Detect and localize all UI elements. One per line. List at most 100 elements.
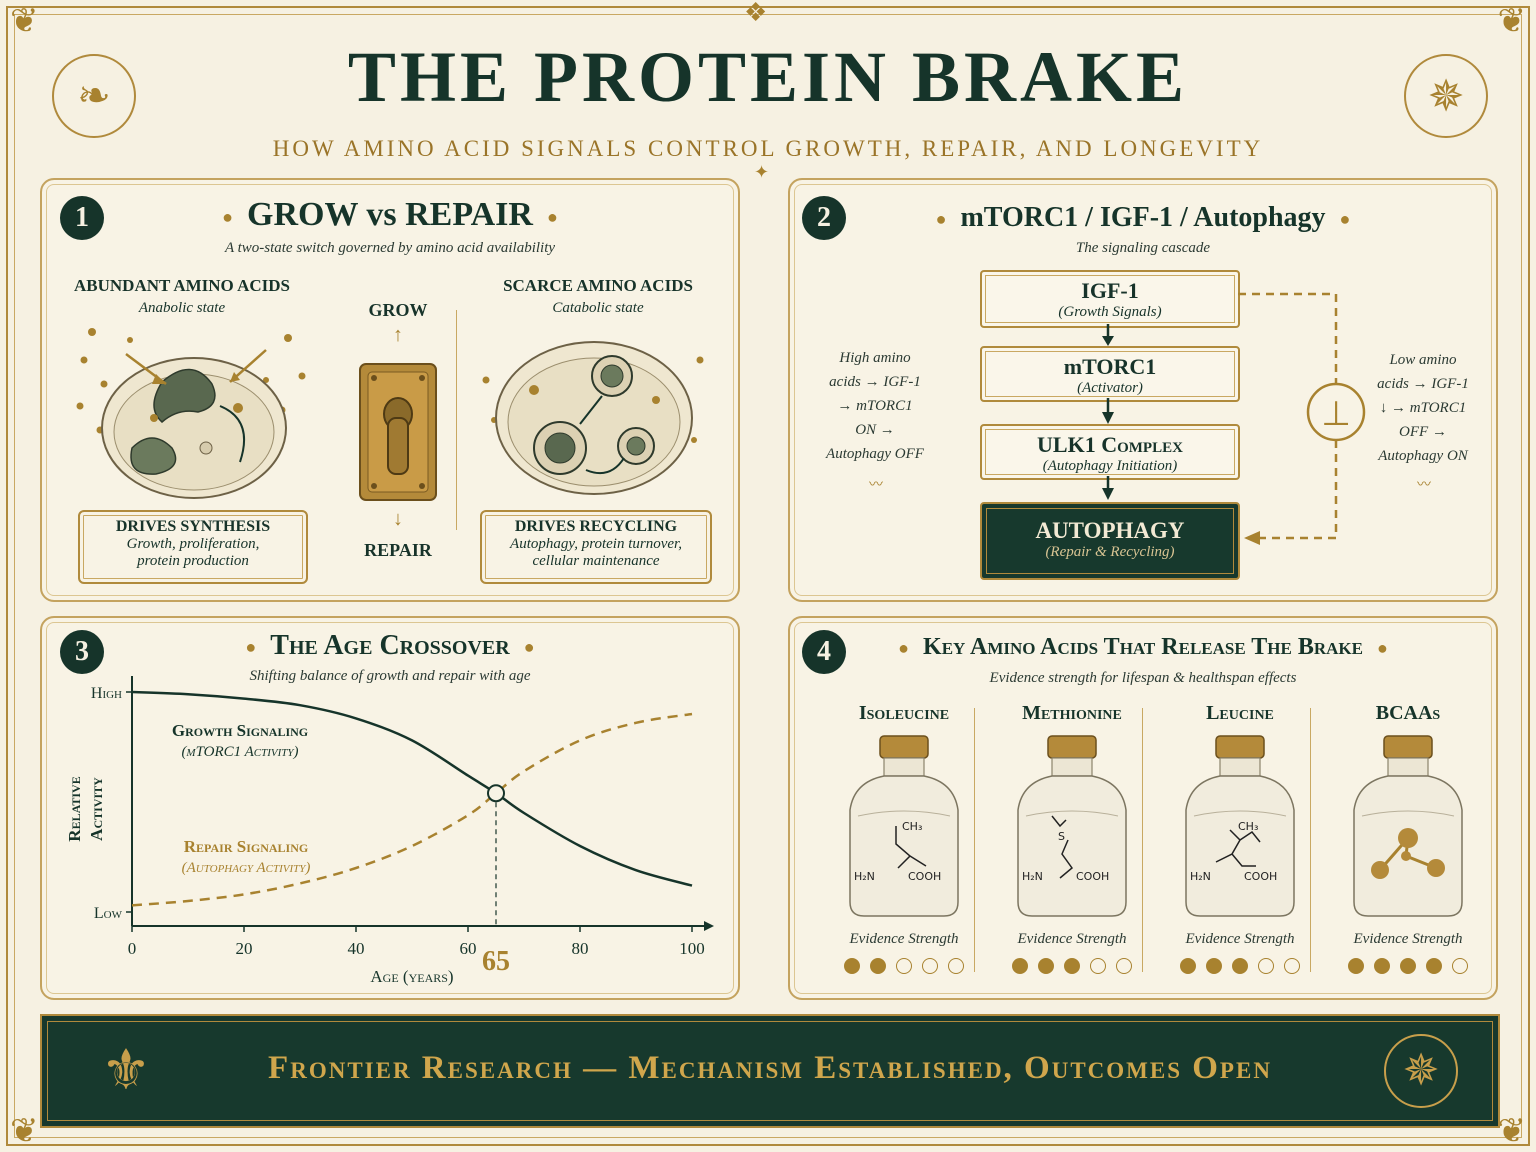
grow-label: GROW: [368, 300, 428, 320]
drives-recycling-title: DRIVES RECYCLING: [514, 518, 678, 535]
column-divider: [1142, 708, 1143, 972]
flow-mtorc1-desc: (Activator): [1077, 380, 1143, 396]
svg-text:H₂N: H₂N: [1022, 870, 1043, 883]
svg-text:H₂N: H₂N: [854, 870, 875, 883]
column-divider: [974, 708, 975, 972]
evidence-rating: [824, 958, 984, 974]
rating-dot-empty: [948, 958, 964, 974]
x-tick-label: 40: [348, 939, 365, 958]
down-arrow-icon: [1102, 412, 1114, 424]
down-arrow-icon: [1102, 488, 1114, 500]
growth-series-label: Growth Signaling: [172, 721, 308, 740]
rating-dot-filled: [1400, 958, 1416, 974]
rating-dot-empty: [922, 958, 938, 974]
panel-title: ●Key Amino Acids That Release The Brake●: [898, 634, 1388, 660]
page-subtitle: HOW AMINO ACID SIGNALS CONTROL GROWTH, R…: [272, 136, 1264, 161]
panel-number: 1: [60, 196, 104, 240]
microscope-laurel-icon: ⚜: [100, 1038, 152, 1103]
rating-dot-filled: [1232, 958, 1248, 974]
flow-autophagy-desc: (Repair & Recycling): [1045, 544, 1175, 560]
flow-igf1-name: IGF-1: [1081, 278, 1139, 303]
panel-number: 4: [802, 630, 846, 674]
divider-ornament-icon: ✦: [754, 162, 770, 183]
flow-box-igf1: IGF-1 (Growth Signals): [980, 270, 1240, 328]
drives-recycling-box: DRIVES RECYCLING Autophagy, protein turn…: [480, 510, 712, 584]
rating-dot-filled: [1180, 958, 1196, 974]
panel-title: ●The Age Crossover●: [245, 630, 535, 661]
drives-recycling-line2: cellular maintenance: [532, 553, 660, 569]
footer-banner: Frontier Research — Mechanism Establishe…: [40, 1014, 1500, 1128]
rating-dot-empty: [896, 958, 912, 974]
growth-series-sublabel: (mTORC1 Activity): [181, 744, 298, 760]
toggle-switch-icon[interactable]: [356, 360, 440, 504]
rating-dot-empty: [1116, 958, 1132, 974]
panel-age-crossover: 3 ●The Age Crossover● Shifting balance o…: [40, 616, 740, 1000]
x-axis-label: Age (years): [370, 967, 453, 986]
x-tick-label: 80: [572, 939, 589, 958]
y-axis-label: Activity: [87, 777, 106, 841]
abundant-heading: ABUNDANT AMINO ACIDS: [74, 276, 290, 295]
corner-flourish-icon: ❦: [1497, 1111, 1527, 1151]
flow-autophagy-name: AUTOPHAGY: [1035, 518, 1185, 543]
svg-text:CH₃: CH₃: [1238, 820, 1258, 833]
panel-title: ●GROW vs REPAIR●: [222, 196, 558, 233]
evidence-strength-label: Evidence Strength: [1353, 931, 1463, 947]
drives-synthesis-box: DRIVES SYNTHESIS Growth, proliferation, …: [78, 510, 308, 584]
catabolic-cell-illustration: [482, 341, 704, 495]
x-tick-label: 0: [128, 939, 137, 958]
x-axis-arrow-icon: [704, 921, 714, 931]
flow-arrows: [1102, 324, 1114, 500]
repair-signaling-line: [131, 712, 693, 907]
right-flourish-icon: 〰: [1417, 478, 1431, 493]
plant-emblem-icon: ❧: [52, 54, 136, 138]
amino-acid-name: BCAAs: [1375, 702, 1441, 724]
flow-ulk1-desc: (Autophagy Initiation): [1042, 458, 1178, 474]
amino-acid-bottle-icon: [1353, 735, 1463, 917]
rating-dot-filled: [1374, 958, 1390, 974]
flow-box-ulk1: ULK1 Complex (Autophagy Initiation): [980, 424, 1240, 480]
corner-flourish-icon: ❦: [1497, 1, 1527, 41]
rating-dot-filled: [1012, 958, 1028, 974]
x-tick-label: 20: [236, 939, 253, 958]
repair-series-sublabel: (Autophagy Activity): [182, 860, 311, 876]
repair-label: REPAIR: [364, 540, 432, 560]
amino-acid-name: Methionine: [1022, 702, 1122, 724]
catabolic-state-label: Catabolic state: [552, 300, 644, 316]
svg-text:S: S: [1058, 830, 1065, 843]
crossover-label: 65: [482, 946, 510, 977]
svg-text:CH₃: CH₃: [902, 820, 922, 833]
drives-synthesis-line2: protein production: [137, 553, 249, 569]
down-arrow-icon: ↓: [393, 508, 403, 530]
x-tick-label: 100: [679, 939, 705, 958]
rating-dot-empty: [1452, 958, 1468, 974]
rating-dot-filled: [1426, 958, 1442, 974]
corner-flourish-icon: ❦: [10, 1, 39, 41]
rating-dot-filled: [1206, 958, 1222, 974]
page-title: THE PROTEIN BRAKE: [347, 37, 1189, 117]
banner-text: Frontier Research — Mechanism Establishe…: [268, 1050, 1272, 1086]
inhibit-symbol: ⊥: [1321, 394, 1351, 434]
drives-synthesis-line1: Growth, proliferation,: [126, 536, 260, 552]
drives-recycling-line1: Autophagy, protein turnover,: [510, 536, 682, 552]
compass-icon: ✵: [1384, 1034, 1458, 1108]
svg-text:H₂N: H₂N: [1190, 870, 1211, 883]
panel-subtitle: Evidence strength for lifespan & healths…: [989, 670, 1297, 686]
y-tick-label: Low: [94, 905, 123, 922]
crossover-marker: [487, 784, 505, 803]
y-axis-label: Relative: [65, 776, 84, 841]
panel-number: 3: [60, 630, 104, 674]
flow-igf1-desc: (Growth Signals): [1058, 304, 1162, 320]
compass-emblem-icon: ✵: [1404, 54, 1488, 138]
flow-box-mtorc1: mTORC1 (Activator): [980, 346, 1240, 402]
evidence-rating: [1328, 958, 1488, 974]
scarce-heading: SCARCE AMINO ACIDS: [503, 276, 693, 295]
panel-grow-vs-repair: 1 ●GROW vs REPAIR● A two-state switch go…: [40, 178, 740, 602]
inhibition-pathway: ⊥: [1238, 292, 1366, 545]
anabolic-state-label: Anabolic state: [138, 300, 226, 316]
